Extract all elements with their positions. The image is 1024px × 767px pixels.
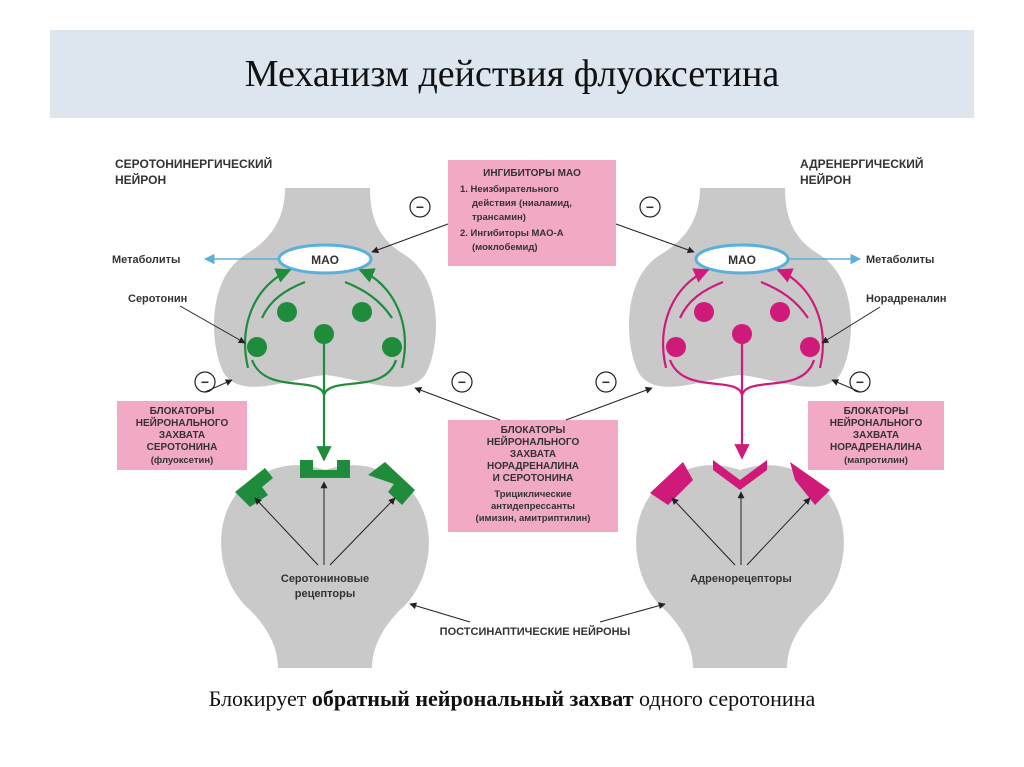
- caption-bold: обратный нейрональный захват: [311, 686, 634, 711]
- minus-icon: [595, 371, 617, 393]
- caption-post: одного серотонина: [633, 686, 816, 711]
- right-receptor-2: [713, 460, 767, 490]
- serotonin-pointer: [179, 305, 246, 344]
- left-blockers-line: БЛОКАТОРЫ: [150, 406, 215, 417]
- right-blockers-line: (мапротилин): [844, 455, 908, 466]
- left-blockers-line: (флуоксетин): [151, 455, 213, 466]
- noradrenaline-pointer: [821, 306, 881, 344]
- left-vesicle: [352, 302, 372, 322]
- right-blocker-arrow: [831, 379, 861, 393]
- minus-icon: [451, 371, 473, 393]
- right-vesicle: [666, 337, 686, 357]
- serotonin-receptors-label: рецепторы: [295, 588, 355, 600]
- right-neuron-label-2: НЕЙРОН: [800, 172, 851, 187]
- right-vesicle: [800, 337, 820, 357]
- mao-inhibitor-arrow-left: [371, 223, 449, 254]
- minus-icon: [639, 196, 661, 218]
- minus-sign: −: [602, 374, 610, 390]
- left-blocker-arrow: [204, 379, 233, 393]
- minus-sign: −: [458, 374, 466, 390]
- mao-inhibitors-line: (моклобемид): [472, 242, 538, 253]
- left-blockers-line: СЕРОТОНИНА: [147, 442, 218, 453]
- center-blockers-line: Трициклические: [494, 489, 571, 500]
- center-blockers-line: (имизин, амитриптилин): [476, 513, 591, 524]
- left-neuron-label-1: СЕРОТОНИНЕРГИЧЕСКИЙ: [115, 156, 272, 171]
- caption: Блокирует обратный нейрональный захват о…: [0, 686, 1024, 712]
- mao-inhibitors-box: [448, 160, 616, 266]
- right-vesicle: [770, 302, 790, 322]
- right-blockers-line: НЕЙРОНАЛЬНОГО: [830, 416, 923, 429]
- left-blockers-line: ЗАХВАТА: [159, 430, 205, 441]
- right-blockers-box: [808, 401, 944, 470]
- left-vesicle: [382, 337, 402, 357]
- center-blockers-line: ЗАХВАТА: [510, 449, 556, 460]
- adrenoreceptors-label: Адренорецепторы: [690, 573, 792, 585]
- left-receptor-2: [300, 460, 350, 478]
- page-title: Механизм действия флуоксетина: [244, 53, 780, 95]
- left-receptor-3: [368, 462, 415, 505]
- postsynaptic-arrow-left: [409, 602, 471, 623]
- left-metabolites-label: Метаболиты: [112, 254, 180, 266]
- right-vesicle: [732, 324, 752, 344]
- left-presynaptic-neuron: [213, 188, 437, 387]
- mao-inhibitor-arrow-right: [615, 223, 695, 254]
- postsynaptic-arrow-right: [599, 602, 666, 623]
- left-mao-label: МАО: [311, 253, 339, 267]
- caption-pre: Блокирует: [208, 686, 312, 711]
- right-metabolites-label: Метаболиты: [866, 254, 934, 266]
- left-receptor-1: [235, 468, 273, 507]
- left-vesicle: [247, 337, 267, 357]
- title-bar: Механизм действия флуоксетина: [50, 30, 974, 118]
- minus-sign: −: [201, 374, 209, 390]
- center-blocker-arrow-left: [414, 386, 501, 421]
- mao-inhibitors-heading: ИНГИБИТОРЫ МАО: [483, 168, 581, 179]
- right-receptor-3: [790, 462, 830, 505]
- right-mao-label: МАО: [728, 253, 756, 267]
- right-vesicle: [694, 302, 714, 322]
- minus-sign: −: [646, 199, 654, 215]
- right-receptor-1: [650, 462, 693, 505]
- right-blockers-line: ЗАХВАТА: [853, 430, 899, 441]
- right-blockers-line: НОРАДРЕНАЛИНА: [830, 442, 922, 453]
- noradrenaline-label: Норадреналин: [866, 293, 946, 305]
- mao-inhibitors-line: 1. Неизбирательного: [460, 184, 559, 195]
- right-presynaptic-neuron: [628, 188, 852, 387]
- right-blockers-line: БЛОКАТОРЫ: [844, 406, 909, 417]
- center-blockers-line: НОРАДРЕНАЛИНА: [487, 461, 579, 472]
- center-blockers-line: БЛОКАТОРЫ: [501, 425, 566, 436]
- mao-inhibitors-line: трансамин): [472, 212, 526, 223]
- right-noradrenaline-pathways: [662, 268, 824, 460]
- minus-sign: −: [416, 199, 424, 215]
- minus-icon: [409, 196, 431, 218]
- serotonin-receptors-label: Серотониновые: [281, 573, 369, 585]
- left-serotonin-pathways: [244, 268, 406, 462]
- center-blockers-line: НЕЙРОНАЛЬНОГО: [487, 435, 580, 448]
- mao-inhibitors-line: действия (ниаламид,: [472, 198, 572, 209]
- center-blockers-box: [448, 420, 618, 532]
- mao-inhibitors-line: 2. Ингибиторы МАО-А: [460, 228, 564, 239]
- serotonin-label: Серотонин: [128, 293, 187, 305]
- left-vesicle: [277, 302, 297, 322]
- right-neuron-label-1: АДРЕНЕРГИЧЕСКИЙ: [800, 156, 923, 171]
- left-neuron-label-2: НЕЙРОН: [115, 172, 166, 187]
- left-vesicle: [314, 324, 334, 344]
- left-postsynaptic-neuron: [221, 465, 429, 668]
- center-blocker-arrow-right: [565, 386, 653, 421]
- minus-sign: −: [856, 374, 864, 390]
- right-postsynaptic-neuron: [636, 465, 844, 668]
- center-blockers-line: антидепрессанты: [491, 501, 575, 512]
- left-receptor-pointers: [254, 481, 396, 566]
- left-blockers-box: [117, 401, 247, 470]
- left-blockers-line: НЕЙРОНАЛЬНОГО: [136, 416, 229, 429]
- postsynaptic-label: ПОСТСИНАПТИЧЕСКИЕ НЕЙРОНЫ: [440, 625, 631, 638]
- right-receptor-pointers: [671, 491, 811, 566]
- center-blockers-line: И СЕРОТОНИНА: [493, 473, 574, 484]
